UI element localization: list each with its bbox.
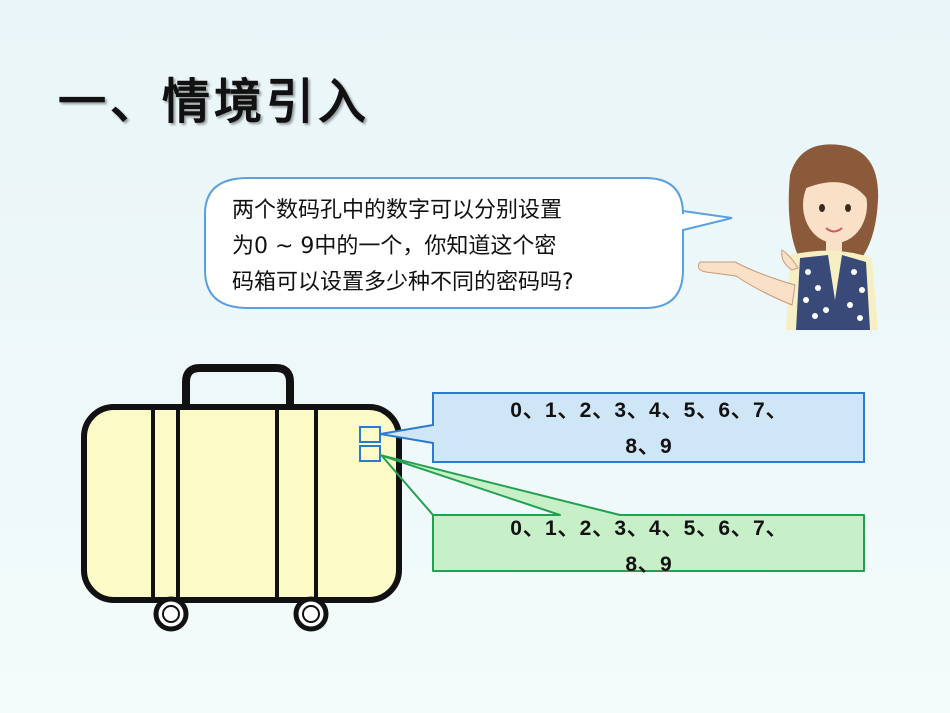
lock-digit-hole-2 bbox=[359, 445, 381, 462]
speech-bubble bbox=[204, 177, 733, 309]
suitcase-body bbox=[81, 404, 402, 603]
digit-line: 0、1、2、3、4、5、6、7、 bbox=[510, 399, 788, 422]
digit-box-blue-text: 0、1、2、3、4、5、6、7、 8、9 bbox=[433, 393, 865, 465]
speech-line: 两个数码孔中的数字可以分别设置 bbox=[232, 198, 563, 223]
digit-callout-blue bbox=[379, 392, 865, 463]
speech-line: 码箱可以设置多少种不同的密码吗? bbox=[232, 270, 574, 295]
digit-line: 8、9 bbox=[625, 553, 673, 576]
suitcase-wheel-right bbox=[293, 596, 329, 632]
speech-bubble-text: 两个数码孔中的数字可以分别设置 为0 ~ 9中的一个，你知道这个密 码箱可以设置… bbox=[232, 193, 662, 301]
digit-line: 8、9 bbox=[625, 435, 673, 458]
digit-line: 0、1、2、3、4、5、6、7、 bbox=[510, 517, 788, 540]
lock-digit-hole-1 bbox=[359, 426, 381, 443]
suitcase-handle bbox=[182, 364, 294, 408]
suitcase-wheel-left bbox=[153, 596, 189, 632]
speech-line: 为0 ~ 9中的一个，你知道这个密 bbox=[232, 234, 557, 259]
digit-callout-green bbox=[379, 454, 865, 572]
page-title: 一、情境引入 bbox=[58, 74, 371, 130]
teacher-girl-illustration bbox=[698, 144, 879, 330]
digit-box-green-text: 0、1、2、3、4、5、6、7、 8、9 bbox=[433, 511, 865, 583]
